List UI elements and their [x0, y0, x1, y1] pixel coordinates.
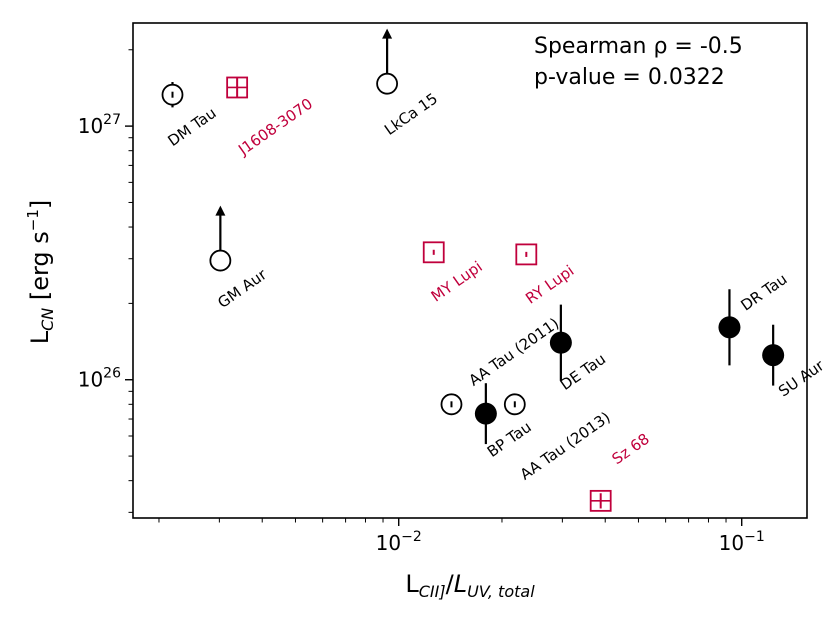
- plot-frame: [132, 22, 808, 519]
- point-my-lupi: MY Lupi: [422, 241, 486, 306]
- point-ry-lupi: RY Lupi: [515, 243, 577, 308]
- y-axis-label: LCN [erg s−1]: [24, 200, 57, 345]
- point-gm-aur: GM Aur: [209, 205, 271, 312]
- y-axis-label-unit: [erg s: [26, 231, 54, 308]
- x-axis-label: LCII]/LUV, total: [405, 570, 535, 601]
- y-tick-label: 1026: [78, 366, 121, 392]
- point-su-aur: SU Aur: [762, 324, 828, 401]
- data-points: DM Tau J1608-3070 LkCa 15 GM Aur MY Lupi RY L…: [161, 28, 828, 512]
- y-axis-label-sub: CN: [38, 308, 57, 331]
- point-label: DR Tau: [737, 270, 790, 315]
- p-value-annotation: p-value = 0.0322: [534, 65, 725, 90]
- point-lkca-15: LkCa 15: [376, 28, 441, 139]
- arrow-head: [215, 205, 226, 216]
- major-ticks: 10−2 10−1 1026 1027: [78, 112, 765, 555]
- point-label: GM Aur: [214, 265, 270, 312]
- point-label: J1608-3070: [234, 95, 316, 160]
- marker-filled-circle: [474, 402, 497, 425]
- x-axis-label-slash: /: [446, 570, 455, 598]
- point-label: DM Tau: [164, 104, 219, 150]
- point-label: SU Aur: [775, 356, 828, 401]
- point-label: AA Tau (2011): [465, 314, 562, 389]
- marker-open-circle: [376, 72, 399, 95]
- spearman-annotation: Spearman ρ = -0.5: [534, 34, 743, 59]
- point-dm-tau: DM Tau: [161, 82, 220, 150]
- x-tick-label: 10−1: [719, 529, 765, 555]
- arrow-head: [382, 28, 393, 39]
- x-tick-label: 10−2: [376, 529, 422, 555]
- y-tick-label: 1027: [78, 112, 121, 138]
- marker-filled-circle: [718, 316, 741, 339]
- x-axis-label-L: L: [454, 570, 467, 598]
- marker-open-circle: [209, 249, 232, 272]
- point-de-tau: DE Tau: [549, 304, 609, 394]
- y-axis-label-close: ]: [26, 200, 54, 209]
- point-label: LkCa 15: [381, 89, 441, 138]
- point-sz-68: Sz 68: [589, 430, 653, 512]
- point-label: Sz 68: [609, 430, 653, 468]
- marker-filled-circle: [549, 331, 572, 354]
- y-axis-label-base: L: [26, 330, 54, 344]
- point-bp-tau: BP Tau: [474, 383, 535, 461]
- marker-filled-circle: [762, 344, 785, 367]
- x-axis-label-sub1: CII]: [419, 582, 446, 601]
- point-j1608-3070: J1608-3070: [226, 76, 316, 160]
- y-axis-label-exp: −1: [24, 209, 42, 231]
- point-label: RY Lupi: [522, 262, 577, 308]
- point-label: BP Tau: [484, 418, 535, 461]
- point-label: AA Tau (2013): [517, 408, 614, 483]
- point-label: DE Tau: [557, 350, 609, 394]
- x-axis-label-sub2: UV, total: [467, 582, 535, 601]
- x-axis-label-base: L: [405, 570, 419, 598]
- point-label: MY Lupi: [428, 257, 486, 305]
- point-aa-tau-2011: AA Tau (2011): [440, 314, 562, 416]
